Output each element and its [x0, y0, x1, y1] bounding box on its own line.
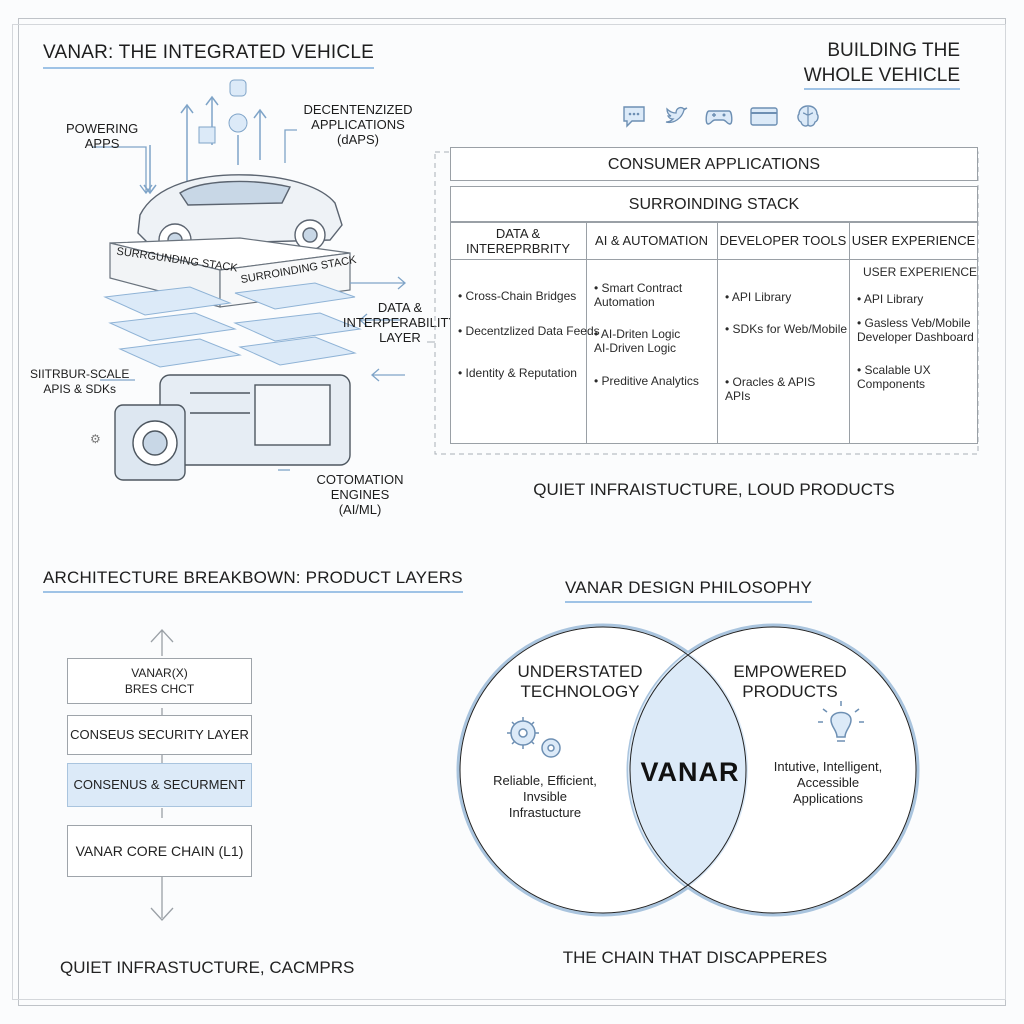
surrounding-stack-row: SURROINDING STACK — [450, 186, 978, 222]
building-vehicle-title-line1: BUILDING THE — [827, 40, 960, 61]
column-devtools-items: API Library SDKs for Web/Mobile Oracles … — [717, 259, 849, 444]
app-square-icon — [198, 126, 216, 144]
venn-intersection — [628, 625, 748, 915]
philosophy-title: VANAR DESIGN PHILOSOPHY — [565, 578, 813, 603]
column-ux-items: USER EXPERIENCE API Library Gasless Veb/… — [849, 259, 978, 444]
understated-technology-title: UNDERSTATED TECHNOLOGY — [517, 662, 643, 701]
architecture-caption: QUIET INFRASTUCTURE, CACMPRS — [60, 958, 355, 977]
gear-symbol-text: ⚙ — [90, 432, 101, 446]
list-item: API Library — [725, 290, 791, 304]
list-item: Gasless Veb/Mobile Developer Dashboard — [857, 316, 974, 344]
list-item: Identity & Reputation — [458, 366, 577, 380]
empowered-products-text: Intutive, Intelligent, Accessible Applic… — [773, 759, 883, 806]
powering-apps-label: POWERING APPS — [66, 121, 139, 151]
column-header-divider — [450, 259, 978, 260]
list-item: Scalable UX Components — [857, 363, 931, 391]
ux-subheader: USER EXPERIENCE — [863, 265, 978, 279]
lightbulb-icon — [818, 701, 864, 742]
layer-consensus-security-box: CONSEUS SECURITY LAYER — [67, 715, 252, 755]
list-item: Decentzlized Data Feeds — [458, 324, 600, 338]
understated-technology-text: Reliable, Efficient, Invsible Infrastuct… — [493, 773, 597, 820]
list-item: SDKs for Web/Mobile — [725, 322, 848, 336]
building-vehicle-title-line2: WHOLE VEHICLE — [803, 63, 960, 90]
column-divider-2 — [717, 222, 718, 444]
vanar-center-label: VANAR — [640, 757, 740, 787]
list-item: Oracles & APIS APIs — [725, 375, 815, 403]
quiet-infrastructure-caption: QUIET INFRAISTUCTURE, LOUD PRODUCTS — [533, 480, 895, 499]
brain-icon — [797, 105, 819, 127]
dapps-label: DECENTENZIZED APPLICATIONS (dAPS) — [303, 102, 413, 147]
list-item: Preditive Analytics — [594, 374, 699, 388]
list-item: Smart Contract Automation — [594, 281, 682, 309]
chain-disappears-caption: THE CHAIN THAT DISCAPPERES — [562, 948, 828, 967]
apis-sdks-label: SIITRBUR-SCALE APIS & SDKs — [30, 367, 130, 396]
list-item: AI-Driten Logic AI-Driven Logic — [594, 327, 680, 355]
app-circle-icon — [228, 113, 248, 133]
chat-bubble-icon — [623, 106, 645, 128]
column-divider-3 — [849, 222, 850, 444]
app-rounded-icon — [229, 79, 247, 97]
credit-card-icon — [750, 107, 778, 126]
column-ai-items: Smart Contract Automation AI-Driten Logi… — [586, 259, 717, 444]
list-item: API Library — [857, 292, 923, 306]
column-header-ux: USER EXPERIENCE — [851, 233, 976, 248]
engine-block — [114, 374, 351, 481]
stack-panels — [103, 282, 362, 368]
building-vehicle-title: BUILDING THE WHOLE VEHICLE — [800, 38, 960, 90]
gears-icon — [507, 717, 561, 758]
architecture-title: ARCHITECTURE BREAKBOWN: PRODUCT LAYERS — [43, 568, 463, 593]
layer-core-chain-box: VANAR CORE CHAIN (L1) — [67, 825, 252, 877]
consumer-applications-row: CONSUMER APPLICATIONS — [450, 147, 978, 181]
empowered-products-title: EMPOWERED PRODUCTS — [733, 662, 847, 701]
column-header-devtools: DEVELOPER TOOLS — [719, 233, 847, 248]
gamepad-icon — [705, 110, 733, 125]
integrated-vehicle-illustration: ⚙ — [90, 79, 406, 481]
data-interoperability-label: DATA & INTERPERABILITY LAYER — [342, 300, 458, 345]
column-header-ai: AI & AUTOMATION — [595, 233, 708, 248]
layer-consensus-securment-box: CONSENUS & SECURMENT — [67, 763, 252, 807]
philosophy-venn-diagram — [456, 623, 920, 917]
layer-vanarx-box: VANAR(X) BRES CHCT — [67, 658, 252, 704]
inner-frame — [12, 24, 1006, 1000]
app-icons-row — [620, 102, 825, 132]
automation-engines-label: COTOMATION ENGINES (AI/ML) — [316, 472, 404, 517]
column-data-items: Cross-Chain Bridges Decentzlized Data Fe… — [450, 259, 600, 444]
upward-arrows — [143, 95, 267, 195]
pointer-arrows — [92, 129, 406, 471]
architecture-arrows — [150, 629, 174, 921]
list-item: Cross-Chain Bridges — [458, 289, 577, 303]
bird-icon — [665, 106, 688, 124]
column-header-data: DATA & INTEREPRBRITY — [465, 225, 570, 256]
integrated-vehicle-title: VANAR: THE INTEGRATED VEHICLE — [43, 42, 374, 69]
